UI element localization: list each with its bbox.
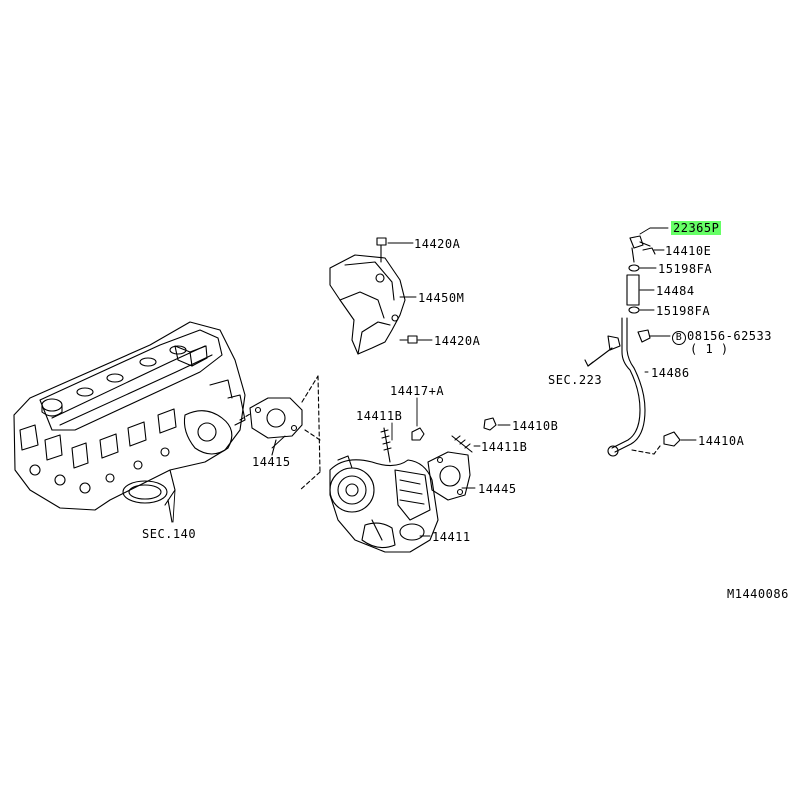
part-number-08156: 08156-62533 bbox=[687, 329, 772, 343]
part-label-14420A-top[interactable]: 14420A bbox=[414, 237, 461, 251]
part-label-14486[interactable]: 14486 bbox=[651, 366, 690, 380]
part-label-14420A-bottom[interactable]: 14420A bbox=[434, 334, 481, 348]
part-label-14410B[interactable]: 14410B bbox=[512, 419, 559, 433]
part-label-14415[interactable]: 14415 bbox=[252, 455, 291, 469]
heat-shield-illustration bbox=[329, 237, 418, 355]
section-ref-sec140[interactable]: SEC.140 bbox=[142, 527, 197, 541]
part-label-15198FA-top[interactable]: 15198FA bbox=[658, 262, 713, 276]
part-quantity-08156: ( 1 ) bbox=[690, 342, 729, 356]
cylinder-head-illustration bbox=[13, 321, 246, 523]
bolt-symbol-icon: B bbox=[672, 331, 686, 345]
turbocharger-illustration bbox=[329, 417, 497, 553]
part-label-14411[interactable]: 14411 bbox=[432, 530, 471, 544]
part-label-15198FA-bottom[interactable]: 15198FA bbox=[656, 304, 711, 318]
section-ref-sec223[interactable]: SEC.223 bbox=[548, 373, 603, 387]
part-label-14450M[interactable]: 14450M bbox=[418, 291, 465, 305]
leader-lines bbox=[172, 227, 697, 537]
gasket-14445-illustration bbox=[427, 451, 471, 501]
part-label-14411B-right[interactable]: 14411B bbox=[481, 440, 528, 454]
gasket-14415-illustration bbox=[239, 375, 321, 491]
part-label-14484[interactable]: 14484 bbox=[656, 284, 695, 298]
diagram-code: M1440086 bbox=[727, 587, 789, 601]
part-label-14410E[interactable]: 14410E bbox=[665, 244, 712, 258]
part-label-14417A[interactable]: 14417+A bbox=[390, 384, 445, 398]
part-label-22365P[interactable]: 22365P bbox=[671, 221, 722, 235]
part-label-14411B-left[interactable]: 14411B bbox=[356, 409, 403, 423]
part-label-14445[interactable]: 14445 bbox=[478, 482, 517, 496]
oil-tube-illustration bbox=[584, 235, 681, 457]
part-label-14410A[interactable]: 14410A bbox=[698, 434, 745, 448]
